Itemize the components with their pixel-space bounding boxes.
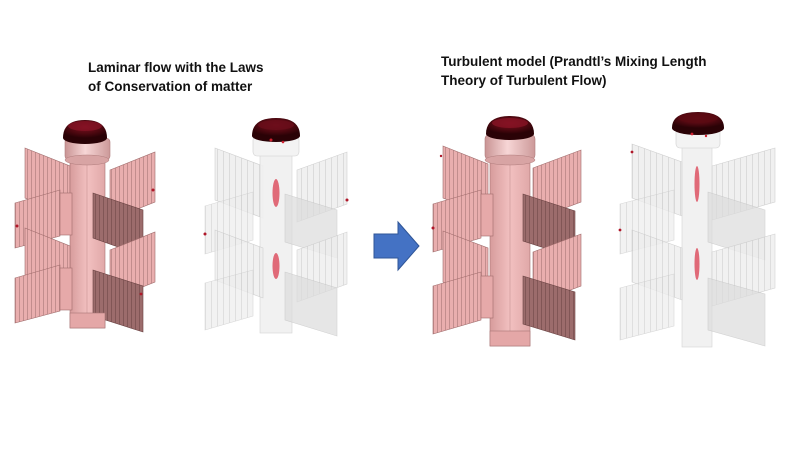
right-arrow-icon [373, 220, 420, 272]
turbulent-transparent-mixer [618, 112, 776, 348]
turbulent-caption-line1: Turbulent model (Prandtl’s Mixing Length [441, 54, 707, 69]
turbulent-caption-line2: Theory of Turbulent Flow) [441, 73, 607, 88]
laminar-caption: Laminar flow with the Laws of Conservati… [88, 58, 264, 96]
laminar-solid-mixer [14, 120, 156, 333]
turbulent-solid-mixer [431, 116, 582, 347]
laminar-transparent-mixer [203, 118, 349, 337]
laminar-caption-line1: Laminar flow with the Laws [88, 60, 264, 75]
turbulent-caption: Turbulent model (Prandtl’s Mixing Length… [441, 52, 707, 90]
laminar-caption-line2: of Conservation of matter [88, 79, 253, 94]
